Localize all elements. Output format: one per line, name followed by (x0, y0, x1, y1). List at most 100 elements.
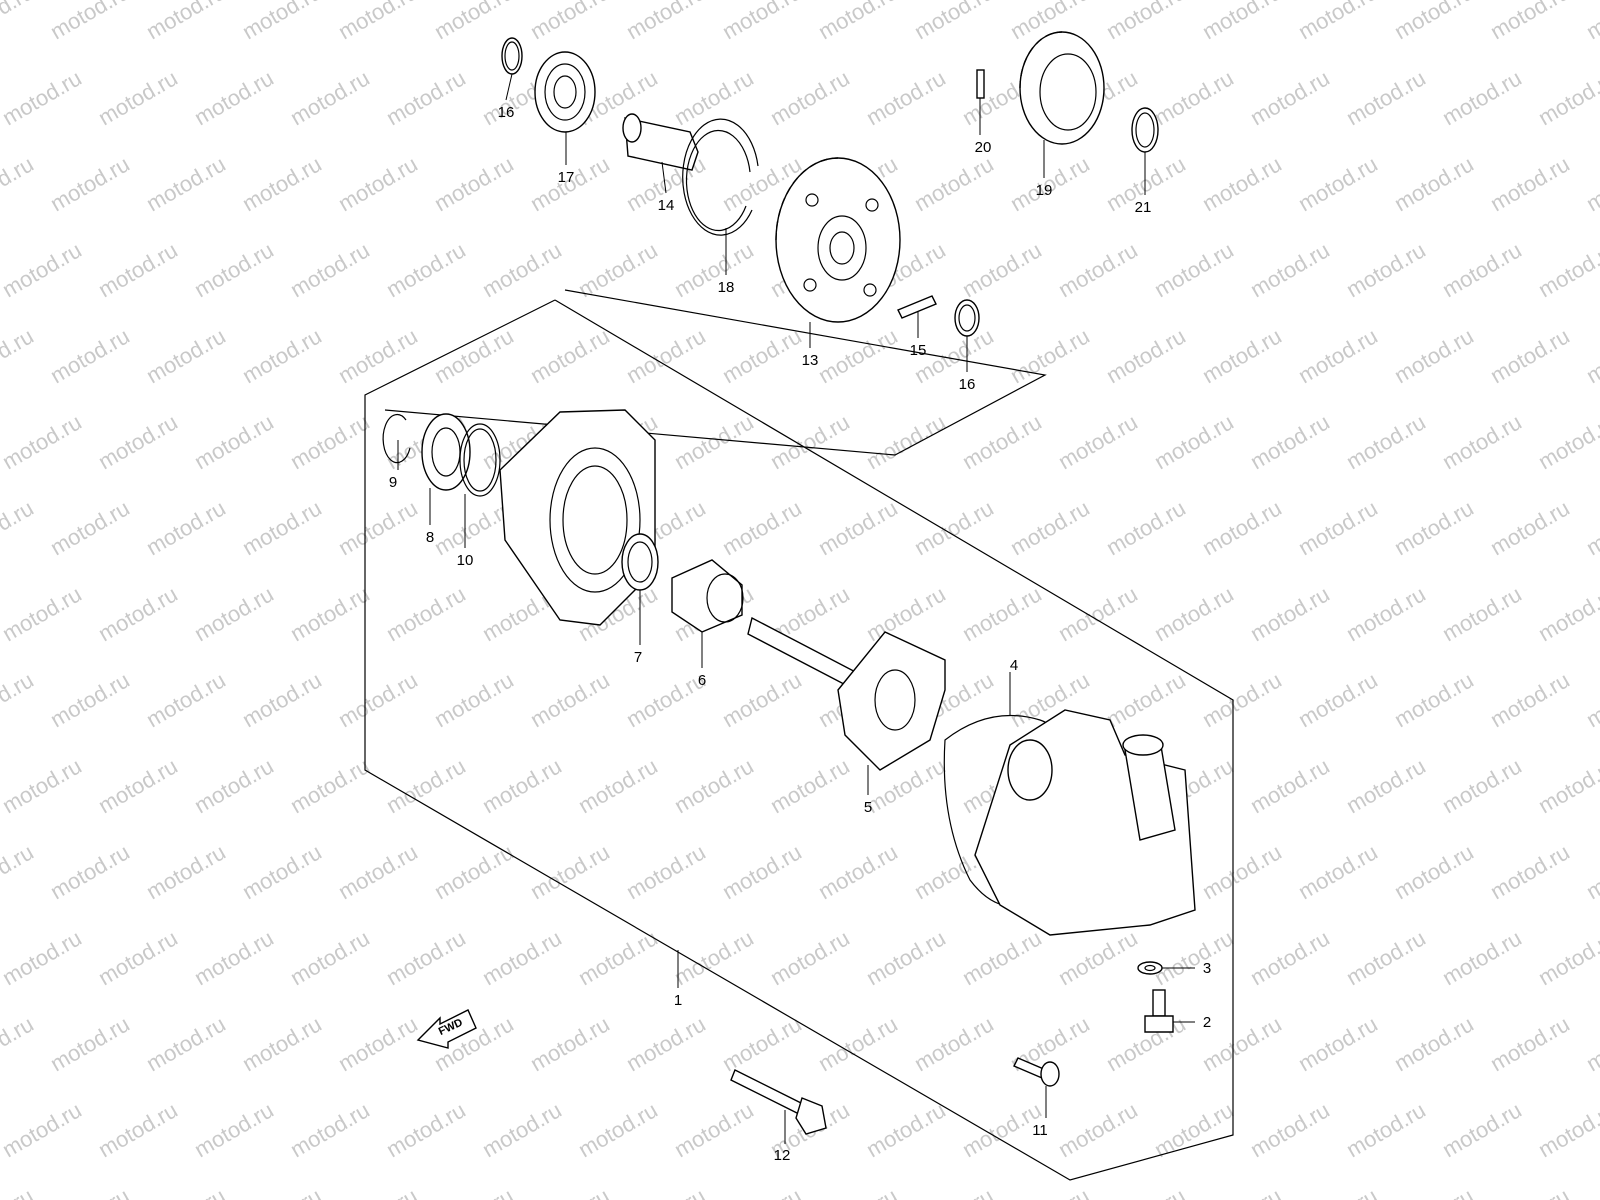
part-label-5: 5 (864, 799, 872, 816)
watermark-text: motod.ru (1294, 151, 1382, 216)
watermark-text: motod.ru (766, 753, 854, 818)
watermark-text: motod.ru (1198, 323, 1286, 388)
watermark-text: motod.ru (1198, 839, 1286, 904)
watermark-text: motod.ru (622, 1011, 710, 1076)
watermark-text: motod.ru (334, 151, 422, 216)
watermark-text: motod.ru (1534, 65, 1600, 130)
part-label-19: 19 (1036, 182, 1053, 199)
gear-part-19[interactable] (1019, 31, 1105, 145)
watermark-text: motod.ru (1486, 151, 1574, 216)
part-label-11: 11 (1032, 1122, 1048, 1139)
watermark-text: motod.ru (1294, 0, 1382, 44)
watermark-text: motod.ru (814, 0, 902, 44)
watermark-text: motod.ru (0, 753, 86, 818)
watermark-text: motod.ru (1390, 323, 1478, 388)
watermark-text: motod.ru (1198, 1183, 1286, 1200)
part-label-17: 17 (558, 169, 575, 186)
pin-part-20[interactable] (976, 69, 985, 99)
watermark-text: motod.ru (1534, 409, 1600, 474)
watermark-text: motod.ru (94, 409, 182, 474)
circlip-part-16-right[interactable] (954, 299, 980, 337)
watermark-text: motod.ru (334, 0, 422, 44)
pump-body[interactable] (974, 709, 1196, 936)
watermark-text: motod.ru (1006, 323, 1094, 388)
watermark-text: motod.ru (46, 323, 134, 388)
watermark-text: motod.ru (0, 65, 86, 130)
part-labels: 16 17 14 18 13 15 16 20 19 21 9 8 10 7 6… (389, 104, 1211, 1164)
seal-part-7[interactable] (621, 533, 659, 591)
bearing-part-17[interactable] (534, 51, 596, 133)
watermark-text: motod.ru (1486, 667, 1574, 732)
watermark-text: motod.ru (0, 0, 38, 44)
watermark-text: motod.ru (1390, 1011, 1478, 1076)
watermark-text: motod.ru (958, 409, 1046, 474)
watermark-text: motod.ru (190, 925, 278, 990)
e-clip-part-9[interactable] (382, 413, 411, 464)
watermark-text: motod.ru (1102, 1183, 1190, 1200)
watermark-text: motod.ru (1438, 581, 1526, 646)
watermark-text: motod.ru (766, 409, 854, 474)
watermark-text: motod.ru (1246, 753, 1334, 818)
watermark-text: motod.ru (142, 151, 230, 216)
watermark-text: motod.ru (334, 667, 422, 732)
watermark-text: motod.ru (142, 0, 230, 44)
watermark-text: motod.ru (622, 323, 710, 388)
part-label-8: 8 (426, 529, 434, 546)
watermark-text: motod.ru (190, 581, 278, 646)
watermark-text: motod.ru (814, 839, 902, 904)
bolt-part-2[interactable] (1144, 989, 1174, 1033)
circlip-part-18[interactable] (682, 118, 759, 236)
o-ring-part-10[interactable] (459, 423, 501, 497)
watermark-text: motod.ru (1534, 925, 1600, 990)
watermark-text: motod.ru (334, 495, 422, 560)
watermark-text: motod.ru (430, 0, 518, 44)
watermark-text: motod.ru (1246, 925, 1334, 990)
watermark-text: motod.ru (670, 237, 758, 302)
watermark-text: motod.ru (622, 667, 710, 732)
watermark-text: motod.ru (1054, 237, 1142, 302)
watermark-text: motod.ru (814, 1011, 902, 1076)
watermark-text: motod.ru (958, 925, 1046, 990)
shaft-part-14[interactable] (622, 113, 699, 171)
circlip-part-21[interactable] (1131, 107, 1159, 153)
watermark-text: motod.ru (430, 667, 518, 732)
impeller-part-5[interactable] (747, 616, 946, 771)
screw-part-11[interactable] (1013, 1057, 1060, 1087)
watermark-text: motod.ru (1438, 237, 1526, 302)
watermark-text: motod.ru (1150, 925, 1238, 990)
watermark-text: motod.ru (1438, 409, 1526, 474)
watermark-text: motod.ru (142, 323, 230, 388)
bolt-part-12[interactable] (730, 1069, 827, 1135)
watermark-text: motod.ru (0, 151, 38, 216)
watermark-text: motod.ru (238, 495, 326, 560)
watermark-text: motod.ru (1150, 581, 1238, 646)
watermark-text: motod.ru (1582, 323, 1600, 388)
watermark-text: motod.ru (94, 925, 182, 990)
mechanical-seal-part-6[interactable] (671, 559, 744, 633)
watermark-text: motod.ru (1342, 237, 1430, 302)
watermark-text: motod.ru (1438, 925, 1526, 990)
watermark-text: motod.ru (1102, 667, 1190, 732)
watermark-text: motod.ru (46, 1011, 134, 1076)
circlip-part-16-top[interactable] (501, 37, 523, 75)
gear-part-13[interactable] (775, 157, 901, 323)
pin-part-15[interactable] (897, 295, 937, 319)
watermark-text: motod.ru (862, 409, 950, 474)
watermark-text: motod.ru (478, 1097, 566, 1162)
watermark-text: motod.ru (622, 839, 710, 904)
watermark-text: motod.ru (1198, 667, 1286, 732)
watermark-text: motod.ru (46, 667, 134, 732)
watermark-text: motod.ru (286, 409, 374, 474)
watermark-text: motod.ru (382, 581, 470, 646)
watermark-text: motod.ru (286, 581, 374, 646)
watermark-text: motod.ru (0, 925, 86, 990)
watermark-text: motod.ru (910, 151, 998, 216)
washer-part-3[interactable] (1137, 961, 1163, 975)
watermark-text: motod.ru (190, 753, 278, 818)
watermark-text: motod.ru (1486, 1183, 1574, 1200)
watermark-text: motod.ru (1006, 495, 1094, 560)
part-label-14: 14 (658, 197, 675, 214)
watermark-text: motod.ru (1582, 495, 1600, 560)
watermark-text: motod.ru (1246, 409, 1334, 474)
part-label-7: 7 (634, 649, 642, 666)
